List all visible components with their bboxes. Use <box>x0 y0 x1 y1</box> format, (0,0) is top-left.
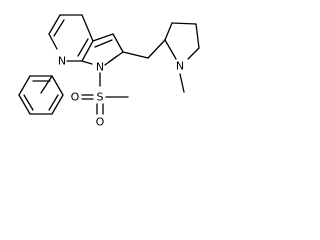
methylene-linker <box>122 39 166 59</box>
bond <box>18 94 31 115</box>
bond <box>48 94 59 111</box>
bond <box>77 38 89 57</box>
bond <box>48 33 58 50</box>
bond <box>51 94 64 115</box>
bond <box>112 33 124 53</box>
n-methyl-bond <box>179 73 185 93</box>
chemical-structure-diagram: N N N S O O <box>18 14 200 129</box>
bond <box>122 51 149 59</box>
phenyl-ring <box>18 75 64 115</box>
bond <box>40 75 53 94</box>
atom-o-left: O <box>71 91 80 104</box>
atom-o-bottom: O <box>96 116 105 129</box>
bond <box>23 94 34 111</box>
atom-n-pyridine: N <box>58 55 66 68</box>
atom-n-pyrrole: N <box>96 61 104 74</box>
pyrrole-ring <box>81 33 124 66</box>
bond <box>164 39 177 60</box>
bond <box>94 39 113 48</box>
bond <box>18 75 31 96</box>
bond <box>195 23 200 49</box>
pyridine-ring <box>48 14 94 62</box>
bond <box>187 47 200 60</box>
bond <box>81 60 93 65</box>
bond <box>104 55 118 66</box>
bond <box>81 14 94 42</box>
bond <box>48 14 61 35</box>
pyrrolidine-ring <box>164 22 200 93</box>
atom-labels: N N N S O O <box>58 55 184 129</box>
bond <box>171 22 197 25</box>
bond <box>81 40 94 62</box>
bond <box>53 19 65 37</box>
bond <box>164 22 173 41</box>
bond <box>147 39 166 59</box>
sulfonyl-group <box>81 72 129 115</box>
bond <box>51 75 64 96</box>
atom-n-pyrrolidine: N <box>176 60 184 73</box>
atom-s-sulfonyl: S <box>97 91 104 104</box>
bond <box>92 33 114 42</box>
